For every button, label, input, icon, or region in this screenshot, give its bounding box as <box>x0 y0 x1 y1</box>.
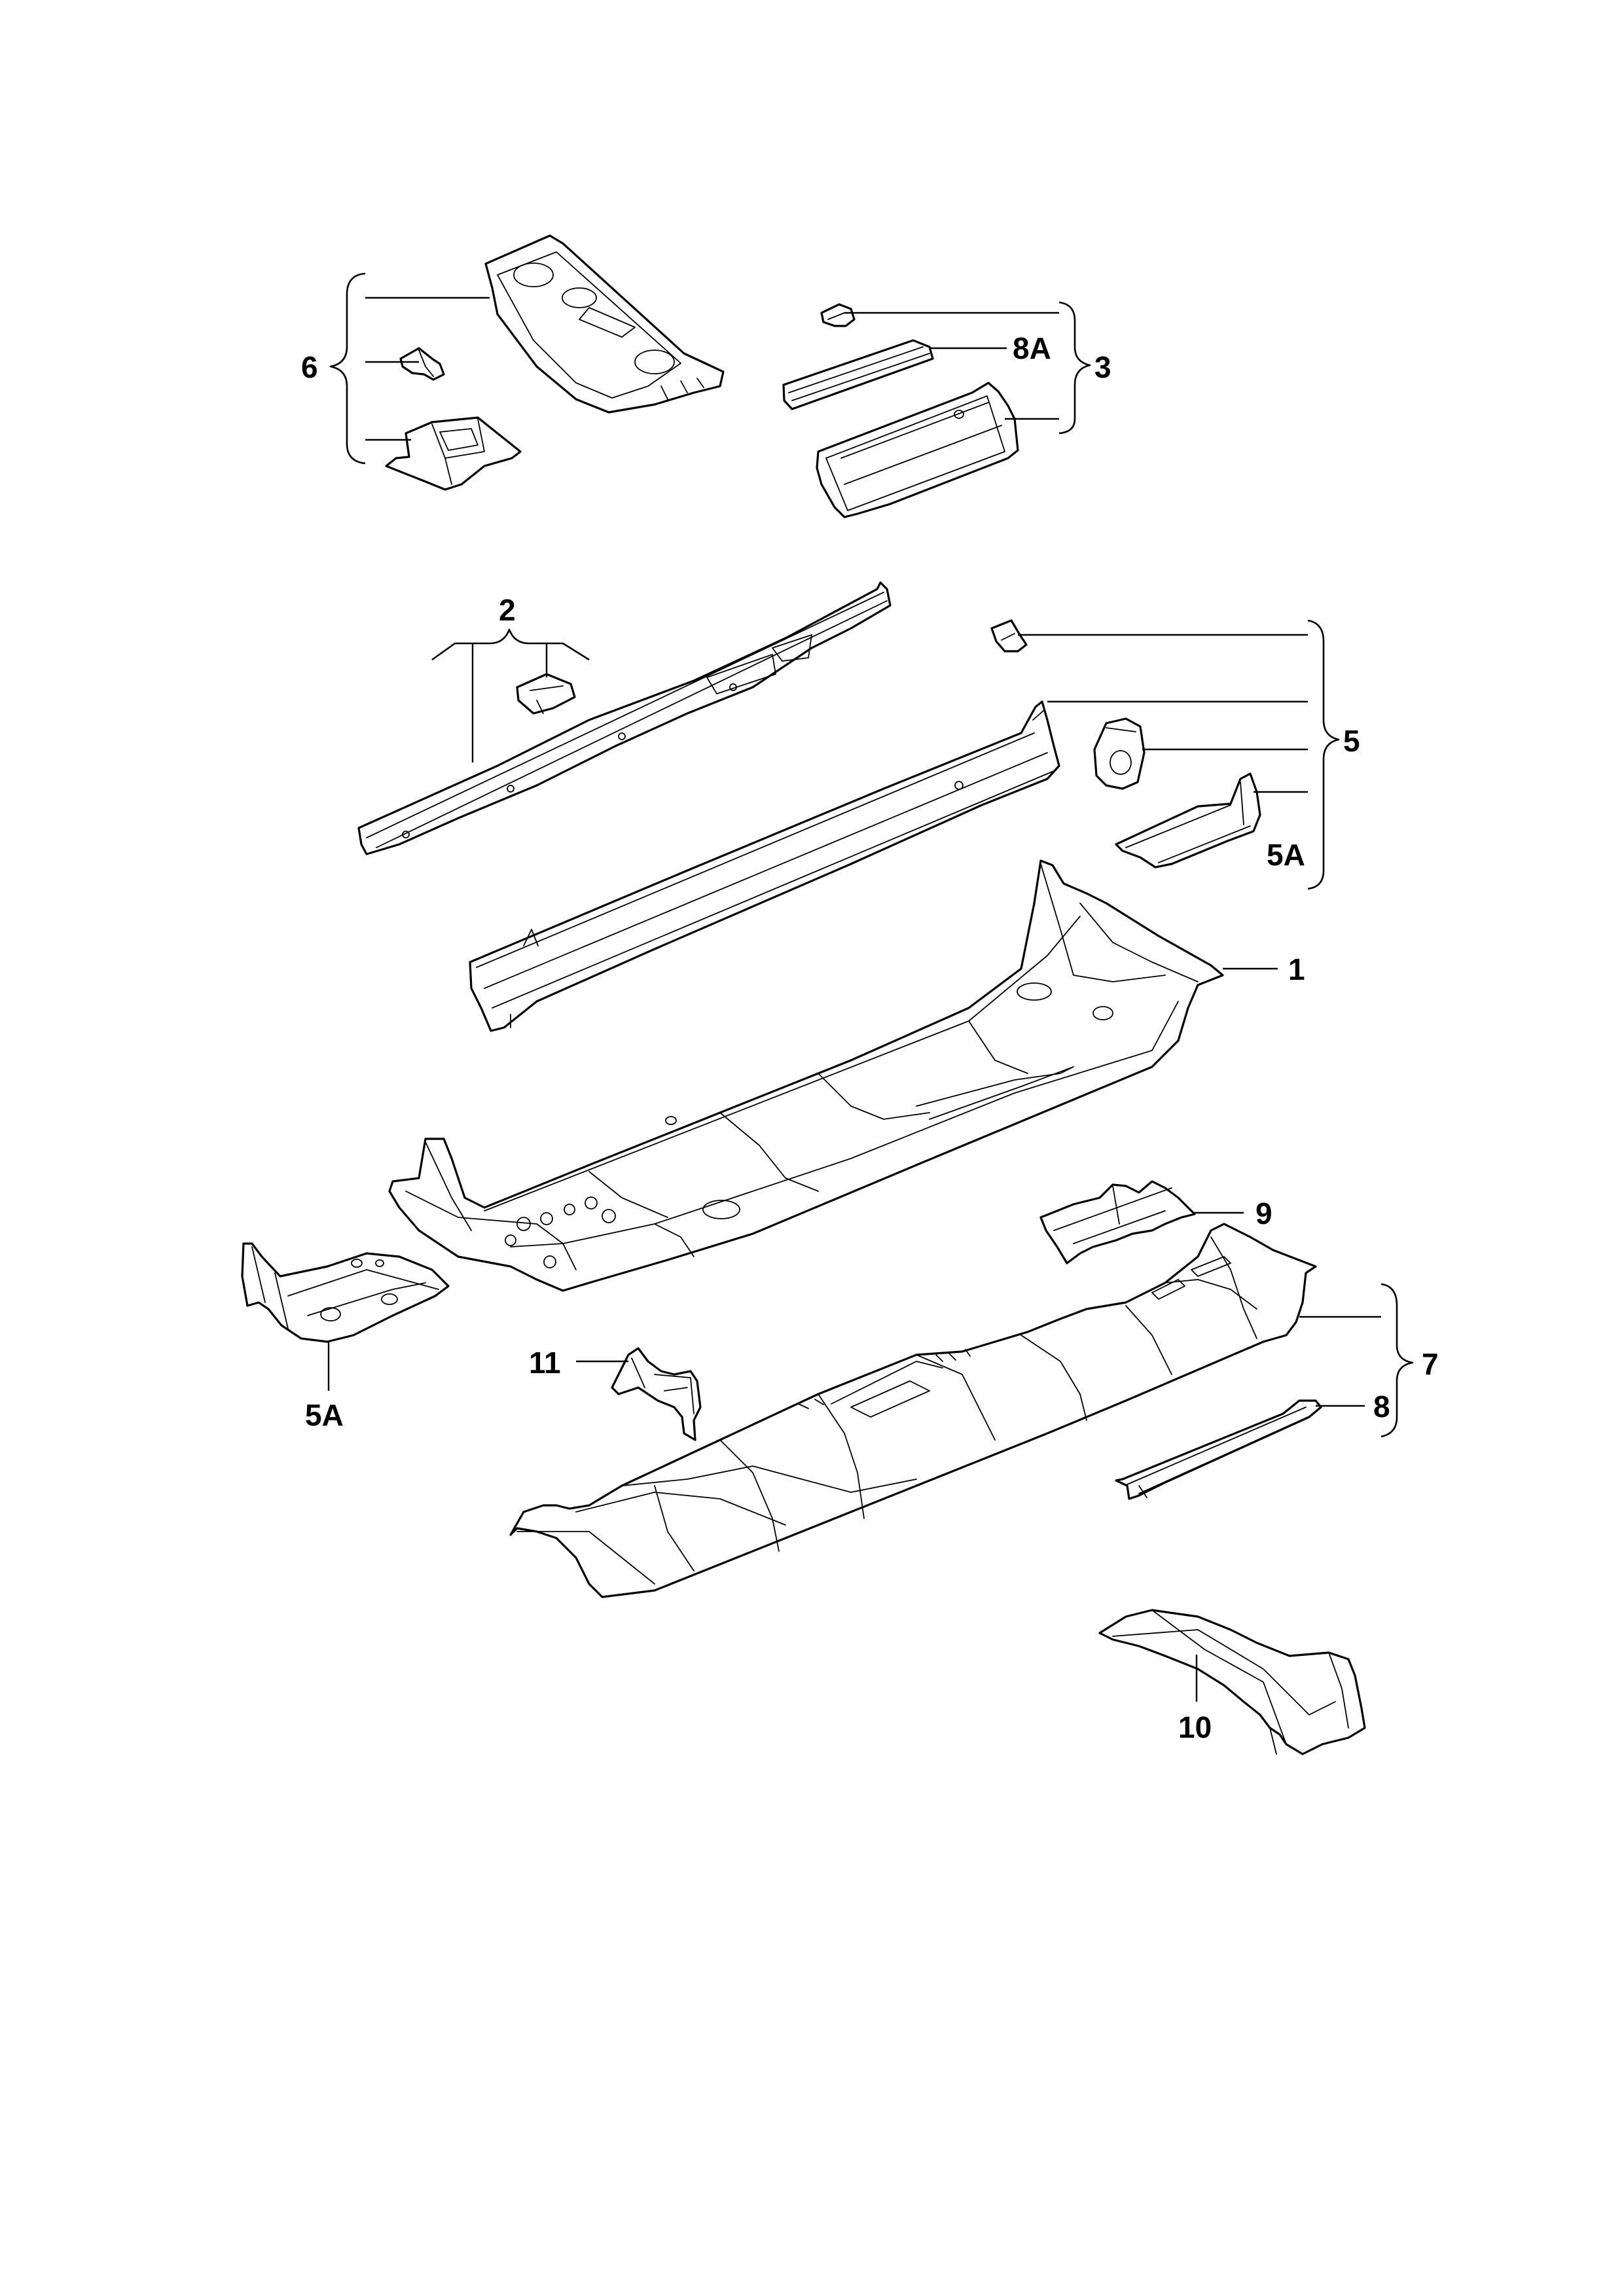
callout-5a-left: 5A <box>305 1398 344 1432</box>
part-8a-small-clip <box>820 303 856 327</box>
part-5a-right-bracket <box>1115 772 1261 869</box>
part-9-bracket <box>1039 1180 1196 1265</box>
part-2-clip <box>516 673 576 715</box>
brace-7 <box>1380 1283 1414 1438</box>
callout-3: 3 <box>1094 350 1111 384</box>
part-5a-left-panel <box>241 1242 450 1343</box>
part-5-small-bracket <box>990 619 1028 653</box>
part-6-small-clip <box>399 347 445 381</box>
part-3-panel <box>816 382 1019 518</box>
brace-5 <box>1307 619 1340 890</box>
callout-1: 1 <box>1288 952 1305 986</box>
callout-7: 7 <box>1422 1347 1439 1381</box>
part-6-tunnel-panel <box>484 234 725 414</box>
callout-8: 8 <box>1373 1390 1390 1424</box>
part-7-rear-floor <box>509 1223 1317 1598</box>
part-5-gusset <box>1093 717 1146 790</box>
part-2-rail <box>357 581 892 855</box>
part-8a-strip <box>782 339 934 410</box>
part-6-bracket <box>385 416 522 491</box>
part-10-side-member <box>1098 1609 1366 1755</box>
callout-8a: 8A <box>1013 331 1051 365</box>
callout-9: 9 <box>1255 1196 1272 1230</box>
brace-6 <box>329 272 366 465</box>
callout-10: 10 <box>1178 1710 1212 1744</box>
part-1-floor-pan <box>388 859 1224 1292</box>
callout-11: 11 <box>529 1346 561 1380</box>
callout-5a-right: 5A <box>1267 838 1305 872</box>
callout-2: 2 <box>499 593 516 627</box>
part-5-rocker-panel <box>469 700 1060 1032</box>
part-8-strip <box>1115 1399 1322 1500</box>
brace-2 <box>431 628 590 661</box>
callout-5: 5 <box>1343 724 1360 758</box>
brace-3 <box>1058 301 1091 435</box>
callout-6: 6 <box>301 350 318 384</box>
part-11-bracket <box>611 1347 702 1441</box>
